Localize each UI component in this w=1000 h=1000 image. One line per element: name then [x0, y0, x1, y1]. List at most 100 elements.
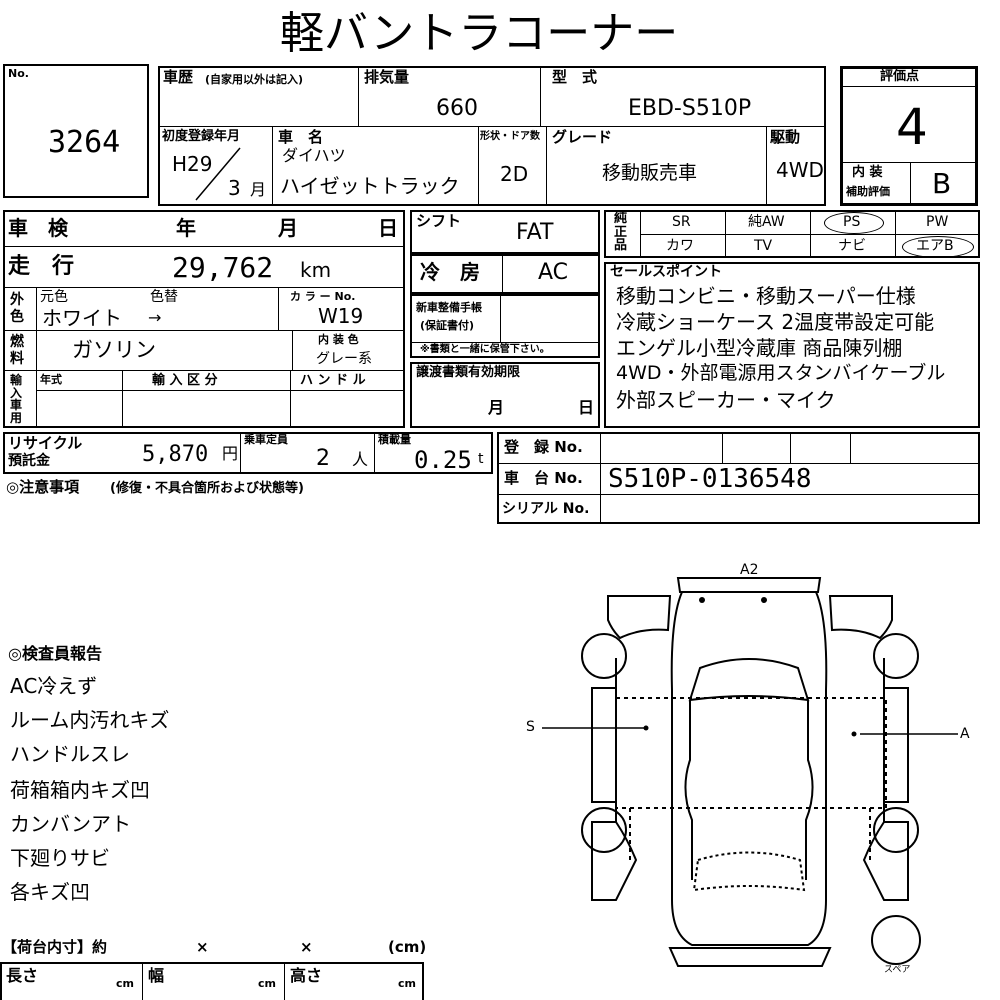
lot-box	[3, 64, 149, 198]
cargo-width-label: 幅	[148, 966, 165, 985]
interior-color-label: 内 装 色	[318, 333, 359, 346]
transfer-label: 譲渡書類有効期限	[416, 365, 521, 380]
page-title: 軽バントラコーナー	[280, 8, 679, 59]
color-code: W19	[318, 304, 364, 328]
sales-point-line: 4WD・外部電源用スタンバイケーブル	[616, 362, 946, 384]
orig-color-label: 元色	[40, 289, 68, 305]
mileage-unit: km	[300, 258, 332, 282]
cargo-width-unit: cm	[258, 977, 276, 990]
recycle-box	[3, 432, 493, 474]
color-arrow: →	[148, 308, 162, 327]
manual-box	[410, 294, 600, 358]
capacity-unit: 人	[352, 450, 369, 469]
shift-box	[410, 210, 600, 254]
load-label: 積載量	[378, 433, 411, 446]
history-label: 車歴	[163, 68, 194, 86]
transfer-box	[410, 362, 600, 428]
load-unit: t	[478, 451, 484, 467]
chassis-value: S510P-0136548	[608, 464, 812, 494]
registration-label: 登 録 No.	[504, 438, 583, 456]
car-damage-diagram	[542, 577, 958, 967]
car-maker: ダイハツ	[282, 146, 346, 165]
capacity-label: 乗車定員	[244, 433, 288, 446]
cargo-x2: ×	[300, 938, 313, 956]
displacement-value: 660	[436, 96, 478, 121]
diagram-spare-label: スペア	[884, 965, 911, 975]
sales-point-line: 移動コンビニ・移動スーパー仕様	[616, 284, 916, 308]
lot-label: No.	[8, 67, 29, 80]
cargo-length-unit: cm	[116, 977, 134, 990]
load-value: 0.25	[414, 446, 472, 474]
inspector-label: ◎検査員報告	[8, 644, 102, 663]
cargo-height-label: 高さ	[290, 966, 323, 985]
lot-number: 3264	[48, 125, 121, 160]
manual-note: ※書類と一緒に保管下さい。	[420, 344, 550, 355]
inspection-label: 車 検	[8, 216, 68, 240]
inspector-line: ルーム内汚れキズ	[10, 708, 170, 732]
interior-score-label2: 補助評価	[846, 185, 890, 198]
recycle-label1: リサイクル	[8, 434, 83, 452]
change-color-label: 色替	[150, 289, 178, 305]
first-reg-label: 初度登録年月	[162, 129, 241, 144]
shift-value: FAT	[516, 220, 554, 245]
equip-pw: PW	[926, 214, 949, 230]
drive-value: 4WD	[776, 158, 824, 182]
ac-label: 冷 房	[420, 260, 480, 284]
equip-sr: SR	[672, 214, 691, 230]
cargo-label: 【荷台内寸】約	[2, 938, 108, 956]
cargo-x1: ×	[196, 938, 209, 956]
displacement-label: 排気量	[364, 68, 410, 86]
inspection-year: 年	[176, 216, 196, 240]
sales-points-label: セールスポイント	[610, 264, 722, 280]
car-name: ハイゼットトラック	[280, 174, 460, 198]
recycle-unit: 円	[222, 444, 239, 463]
grade-label: グレード	[552, 128, 613, 146]
import-handle-label: ハ ン ド ル	[300, 373, 366, 388]
sales-point-line: 冷蔵ショーケース 2温度帯設定可能	[616, 310, 935, 334]
chassis-label: 車 台 No.	[504, 469, 583, 487]
inspector-line: カンバンアト	[10, 812, 131, 836]
color-code-label: カ ラ ー No.	[290, 290, 356, 303]
transfer-month: 月	[488, 398, 505, 417]
grade-value: 移動販売車	[602, 162, 698, 184]
inspection-month: 月	[278, 216, 298, 240]
equip-aw: 純AW	[748, 214, 785, 230]
equip-tv: TV	[754, 238, 773, 254]
registration-table	[497, 432, 980, 524]
shift-label: シフト	[416, 212, 462, 230]
sales-point-line: エンゲル小型冷蔵庫 商品陳列棚	[616, 336, 903, 360]
diagram-s-label: S	[526, 719, 535, 735]
recycle-label2: 預託金	[8, 453, 50, 469]
model-label: 型 式	[552, 68, 598, 86]
slash-divider	[195, 147, 241, 201]
equip-ps-circle	[824, 212, 884, 234]
cargo-height-unit: cm	[398, 977, 416, 990]
serial-label: シリアル No.	[502, 501, 590, 517]
capacity-value: 2	[316, 446, 330, 471]
car-name-label: 車 名	[278, 128, 324, 146]
caution-label: ◎注意事項	[6, 478, 80, 496]
outer-color-label: 外色	[10, 292, 24, 325]
import-year-label: 年式	[40, 373, 62, 386]
interior-score-value: B	[932, 167, 952, 200]
mileage-label: 走 行	[8, 254, 75, 279]
cargo-unit: (cm)	[388, 938, 427, 956]
model-value: EBD-S510P	[628, 96, 752, 121]
first-reg-month-unit: 月	[250, 180, 267, 199]
first-reg-month: 3	[228, 176, 241, 200]
import-label: 輸入車用	[10, 373, 23, 425]
drive-label: 駆動	[770, 128, 801, 146]
score-value: 4	[896, 98, 928, 156]
manual-sub: (保証書付)	[420, 319, 475, 332]
score-box	[840, 66, 978, 206]
cargo-table	[0, 962, 424, 1000]
interior-score-label1: 内 装	[852, 165, 883, 180]
ac-value: AC	[538, 260, 569, 285]
manual-label: 新車整備手帳	[416, 301, 482, 314]
inspector-line: ハンドルスレ	[10, 742, 130, 766]
ac-box	[410, 254, 600, 294]
equip-airbag-circle	[902, 236, 974, 258]
equipment-label: 純正品	[614, 211, 628, 254]
recycle-value: 5,870	[142, 442, 209, 467]
history-sub: (自家用以外は記入)	[205, 73, 304, 86]
